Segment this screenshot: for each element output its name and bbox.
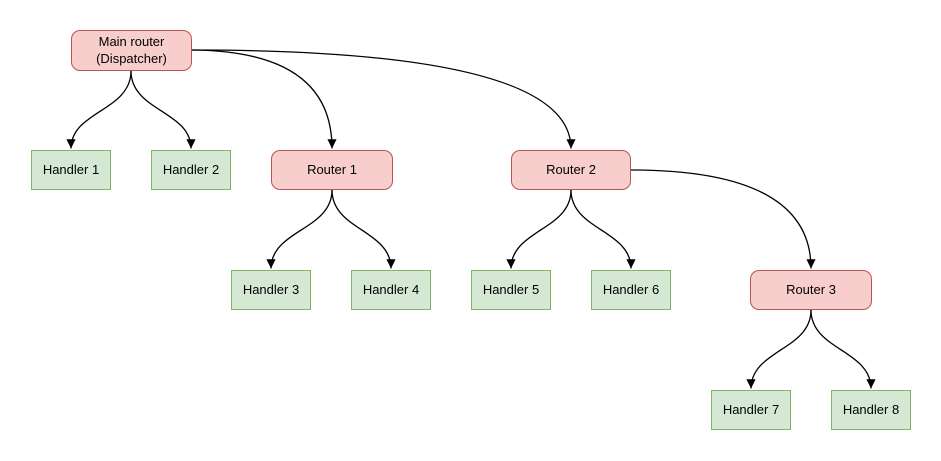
edge-router-1-to-handler-4 [331,189,396,269]
edge-main-router-to-router-2 [191,49,576,149]
node-handler-6: Handler 6 [591,270,671,310]
node-handler-3: Handler 3 [231,270,311,310]
edge-router-2-to-handler-6 [570,189,636,269]
node-router-1: Router 1 [271,150,393,190]
edge-main-router-to-handler-1 [66,70,132,149]
node-handler-8: Handler 8 [831,390,911,430]
node-handler-7: Handler 7 [711,390,791,430]
edge-router-1-to-handler-3 [266,189,333,269]
node-main-router: Main router (Dispatcher) [71,30,192,71]
edge-router-2-to-router-3 [630,169,816,269]
node-handler-4: Handler 4 [351,270,431,310]
node-handler-1: Handler 1 [31,150,111,190]
node-router-3: Router 3 [750,270,872,310]
edge-router-3-to-handler-7 [746,309,812,389]
node-handler-2: Handler 2 [151,150,231,190]
edge-router-3-to-handler-8 [810,309,876,389]
node-router-2: Router 2 [511,150,631,190]
edge-main-router-to-handler-2 [130,70,196,149]
edge-main-router-to-router-1 [191,49,337,149]
node-handler-5: Handler 5 [471,270,551,310]
edge-router-2-to-handler-5 [506,189,572,269]
